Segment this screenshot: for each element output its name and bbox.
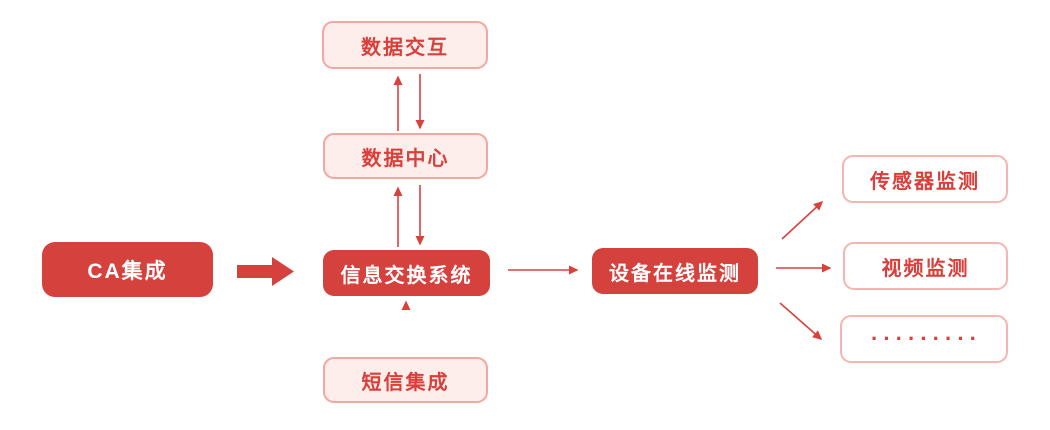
node-video-monitoring: 视频监测	[843, 242, 1008, 290]
arrow-diagonal-device-monitor-to-sensor-monitor	[781, 200, 824, 240]
node-sensor-monitoring: 传感器监测	[842, 155, 1008, 203]
arrow-diagonal-device-monitor-to-more	[779, 302, 823, 340]
node-ca-integration: CA集成	[42, 242, 213, 297]
node-more-ellipsis: ·········	[840, 315, 1008, 363]
node-sms-integration: 短信集成	[323, 357, 488, 403]
node-info-exchange-system: 信息交换系统	[323, 250, 490, 296]
node-data-center: 数据中心	[323, 133, 488, 179]
block-arrow-ca-to-info-exchange	[237, 257, 294, 286]
node-device-online-monitoring: 设备在线监测	[592, 248, 758, 294]
node-data-interaction: 数据交互	[322, 21, 488, 69]
